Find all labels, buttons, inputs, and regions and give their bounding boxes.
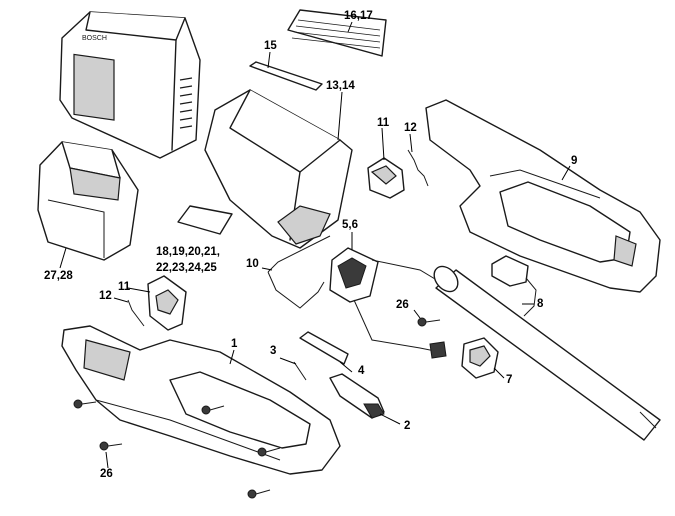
callout-12-top: 12	[404, 122, 417, 134]
shaft-tube	[433, 265, 661, 441]
callout-12-left: 12	[99, 290, 112, 302]
housing-cover-13-14	[204, 89, 353, 249]
callout-16-17: 16,17	[344, 10, 373, 22]
callout-27-28: 27,28	[44, 270, 73, 282]
screw-26-center	[417, 317, 441, 327]
battery-pack: BOSCH	[59, 11, 201, 159]
callout-4: 4	[358, 365, 365, 377]
label-plate-16-17	[287, 9, 387, 57]
lever-4	[299, 331, 349, 365]
callout-11-left: 11	[118, 281, 131, 293]
switch-11-top	[367, 157, 405, 199]
callout-26-bottom: 26	[100, 468, 113, 480]
motor-housing-9	[425, 99, 661, 293]
callout-18-21: 18,19,20,21,	[156, 246, 220, 258]
callout-5-6: 5,6	[342, 219, 358, 231]
electronics-module-5-6	[329, 247, 441, 353]
callout-22-25: 22,23,24,25	[156, 262, 217, 274]
spring-12-left	[127, 299, 145, 327]
handle-housing-1	[61, 325, 341, 475]
callout-9: 9	[571, 155, 578, 167]
screw-set	[73, 317, 441, 499]
battery-cover-27-28	[37, 141, 139, 261]
callout-2: 2	[404, 420, 411, 432]
callout-7: 7	[506, 374, 513, 386]
wire-bracket-10	[267, 235, 331, 309]
label-sheet-18-25	[177, 205, 233, 235]
callout-26-center: 26	[396, 299, 409, 311]
callout-10: 10	[246, 258, 259, 270]
spring-3	[293, 361, 307, 381]
callout-3: 3	[270, 345, 277, 357]
screw-26-bottom	[99, 441, 123, 451]
callout-11-top: 11	[377, 117, 390, 129]
strip-15	[249, 61, 323, 91]
callout-13-14: 13,14	[326, 80, 355, 92]
spring-12-top	[407, 149, 429, 187]
callout-15: 15	[264, 40, 277, 52]
trigger-2	[329, 373, 385, 419]
connector-7	[429, 337, 499, 379]
holder-8	[491, 255, 537, 317]
svg-text:BOSCH: BOSCH	[82, 35, 107, 42]
callout-1: 1	[231, 338, 238, 350]
leader-lines	[59, 21, 571, 469]
switch-11-left	[147, 275, 187, 331]
callout-8: 8	[537, 298, 544, 310]
